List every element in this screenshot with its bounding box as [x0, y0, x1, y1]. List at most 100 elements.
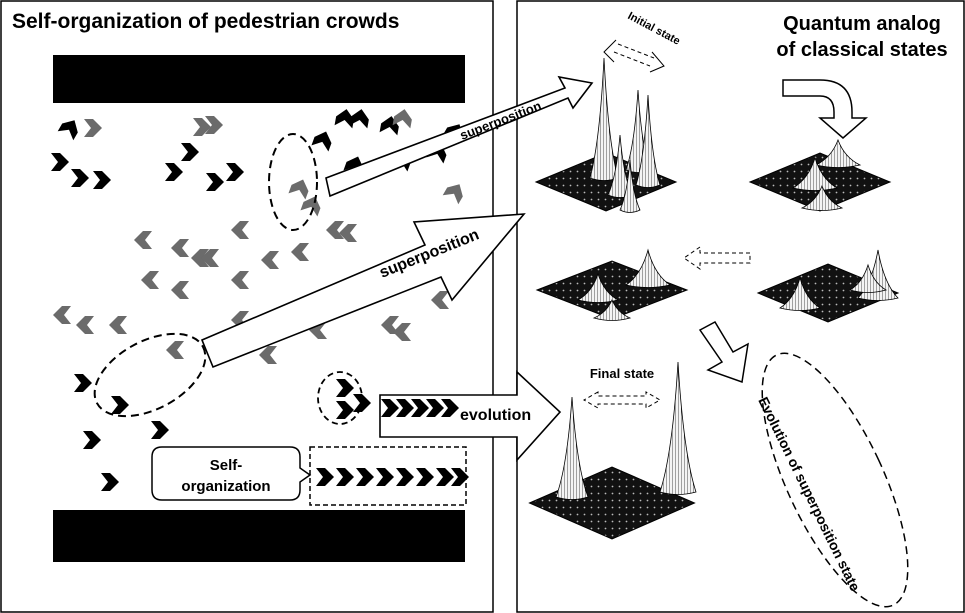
pedestrian-arrow — [396, 399, 414, 417]
probability-surface — [748, 138, 892, 212]
surface-peak — [576, 272, 620, 303]
surface-peak — [848, 263, 888, 293]
pedestrian-arrow — [311, 131, 332, 152]
pedestrian-arrow — [141, 271, 159, 289]
curved-arrow — [782, 79, 869, 139]
pedestrian-arrow — [151, 421, 169, 439]
pedestrian-arrow — [109, 316, 127, 334]
pedestrian-arrow — [74, 374, 92, 392]
pedestrian-arrows — [51, 109, 469, 491]
pedestrian-arrow — [259, 346, 277, 364]
pedestrian-arrow — [426, 399, 444, 417]
callout-line1: Self- — [210, 457, 243, 474]
pedestrian-arrow — [396, 468, 414, 486]
self-organization-lane-box — [309, 446, 467, 506]
probability-surface — [756, 249, 900, 323]
pedestrian-arrow — [206, 173, 224, 191]
final-state-label: Final state — [590, 366, 654, 381]
pedestrian-arrow — [171, 239, 189, 257]
evolution-lane-arrows — [381, 399, 459, 417]
pedestrian-arrow — [291, 243, 309, 261]
pedestrian-arrow — [71, 169, 89, 187]
right-panel: Quantum analog of classical states Initi… — [516, 0, 965, 613]
pedestrian-arrow — [205, 116, 223, 134]
pedestrian-arrow — [166, 341, 184, 359]
pedestrian-arrow — [336, 401, 354, 419]
pedestrian-arrow — [226, 163, 244, 181]
pedestrian-arrow — [181, 143, 199, 161]
surface-peak — [800, 184, 844, 211]
pedestrian-arrow — [76, 316, 94, 334]
evolution-arrow: evolution — [379, 370, 562, 463]
probability-surface — [534, 57, 678, 213]
pedestrian-arrow — [411, 399, 429, 417]
pedestrian-arrow — [442, 184, 463, 205]
pedestrian-arrow — [376, 468, 394, 486]
pedestrian-arrow — [436, 468, 454, 486]
pedestrian-arrow — [101, 473, 119, 491]
pedestrian-arrow — [336, 468, 354, 486]
pedestrian-arrow — [261, 251, 279, 269]
pedestrian-arrow — [349, 109, 369, 129]
probability-surfaces — [528, 57, 900, 540]
pedestrian-arrow — [134, 231, 152, 249]
pedestrian-arrow — [171, 281, 189, 299]
pedestrian-arrow — [381, 316, 399, 334]
pedestrian-arrow — [441, 399, 459, 417]
pedestrian-arrow — [53, 306, 71, 324]
pedestrian-arrow — [57, 120, 78, 141]
surface-peak — [625, 248, 671, 288]
surface-peak — [607, 134, 633, 198]
callout-line2: organization — [181, 478, 270, 495]
pedestrian-arrow — [392, 109, 412, 129]
pedestrian-arrow — [191, 249, 209, 267]
pedestrian-arrow — [431, 291, 449, 309]
surface-peak — [592, 298, 632, 321]
evolution-ellipse — [761, 352, 909, 608]
pedestrian-arrow — [201, 249, 219, 267]
pedestrian-arrow — [51, 153, 69, 171]
self-organization-callout — [151, 446, 312, 501]
pedestrian-arrow — [231, 221, 249, 239]
surface-peak — [779, 276, 821, 311]
surface-peak — [659, 361, 697, 495]
pedestrian-arrow — [393, 323, 411, 341]
surface-peak — [619, 159, 641, 213]
pedestrian-arrow — [416, 468, 434, 486]
surface-peak — [814, 138, 862, 168]
left-panel: Self-organization of pedestrian crowds S… — [0, 0, 494, 613]
left-panel-title: Self-organization of pedestrian crowds — [12, 10, 399, 33]
pedestrian-group-ellipse-left — [93, 332, 207, 418]
evolution-label: evolution — [460, 407, 531, 424]
top-wall — [53, 55, 465, 103]
pedestrian-arrow — [316, 468, 334, 486]
pedestrian-arrow — [339, 224, 357, 242]
dashed-left-arrow — [683, 246, 751, 270]
evolution-down-arrow — [698, 321, 749, 384]
pedestrian-arrow — [231, 271, 249, 289]
pedestrian-arrow — [334, 109, 354, 129]
initial-state-range-arrow — [603, 39, 665, 73]
probability-surface — [528, 361, 697, 540]
pedestrian-arrow — [84, 119, 102, 137]
final-state-range-arrow — [582, 391, 662, 409]
pedestrian-group-circle — [317, 371, 363, 425]
pedestrian-arrow — [381, 399, 399, 417]
right-panel-title-line1: Quantum analog — [783, 13, 941, 35]
pedestrian-arrow — [356, 468, 374, 486]
pedestrian-arrow — [451, 468, 469, 486]
bottom-wall — [53, 510, 465, 562]
surface-peak — [555, 396, 589, 500]
pedestrian-arrow — [111, 396, 129, 414]
pedestrian-arrow — [326, 221, 344, 239]
pedestrian-arrow — [193, 118, 211, 136]
probability-surface — [535, 248, 689, 321]
right-panel-title-line2: of classical states — [776, 39, 947, 61]
pedestrian-arrow — [83, 431, 101, 449]
pedestrian-arrow — [165, 163, 183, 181]
pedestrian-arrow — [93, 171, 111, 189]
surface-peak — [589, 57, 619, 181]
pedestrian-group-ellipse-top — [268, 133, 318, 231]
surface-peak — [791, 156, 839, 191]
